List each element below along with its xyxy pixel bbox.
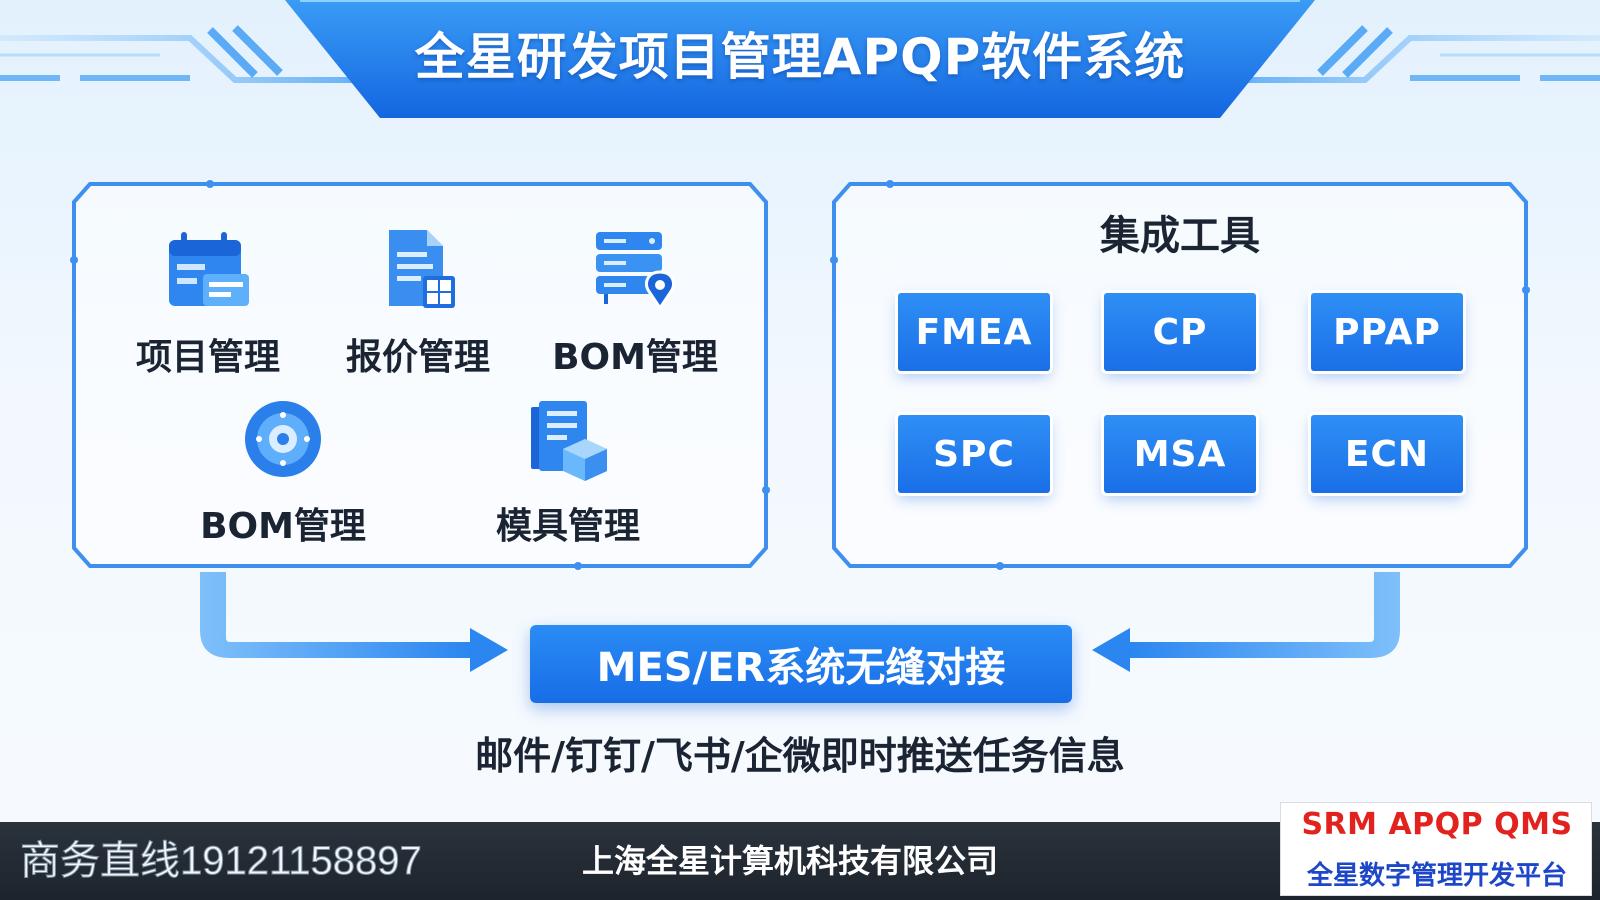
files-box-icon [523,397,613,487]
push-notification-text: 邮件/钉钉/飞书/企微即时推送任务信息 [475,734,1125,778]
connector-arrows [200,572,1400,672]
business-hotline: 商务直线19121158897 [20,839,423,884]
module-label: 模具管理 [495,506,640,547]
module-label: BOM管理 [200,506,366,547]
document-grid-icon [373,228,463,318]
module-project-management[interactable]: 项目管理 [108,228,308,380]
company-name: 上海全星计算机科技有限公司 [581,842,998,880]
module-bom-management-2[interactable]: BOM管理 [183,397,383,549]
module-quote-management[interactable]: 报价管理 [318,228,518,380]
tool-fmea-button[interactable]: FMEA [898,293,1050,371]
module-label: 项目管理 [135,337,280,378]
calendar-icon [163,228,253,318]
module-label: BOM管理 [552,337,718,378]
tools-title: 集成工具 [1100,213,1260,259]
module-label: 报价管理 [345,337,490,378]
tool-ppap-button[interactable]: PPAP [1311,293,1463,371]
module-bom-management-1[interactable]: BOM管理 [535,228,735,380]
server-location-icon [590,228,680,318]
page-title: 全星研发项目管理APQP软件系统 [414,28,1186,86]
tool-cp-button[interactable]: CP [1104,293,1256,371]
badge-products: SRM APQP QMS [1301,807,1573,842]
module-mold-management[interactable]: 模具管理 [468,397,668,549]
tool-msa-button[interactable]: MSA [1104,415,1256,493]
header-decoration [0,0,1600,118]
tool-spc-button[interactable]: SPC [898,415,1050,493]
mes-erp-integration[interactable]: MES/ER系统无缝对接 [530,625,1072,703]
badge-platform: 全星数字管理开发平台 [1306,861,1567,891]
tool-ecn-button[interactable]: ECN [1311,415,1463,493]
disc-icon [238,397,328,487]
platform-badge: SRM APQP QMS 全星数字管理开发平台 [1280,802,1592,896]
